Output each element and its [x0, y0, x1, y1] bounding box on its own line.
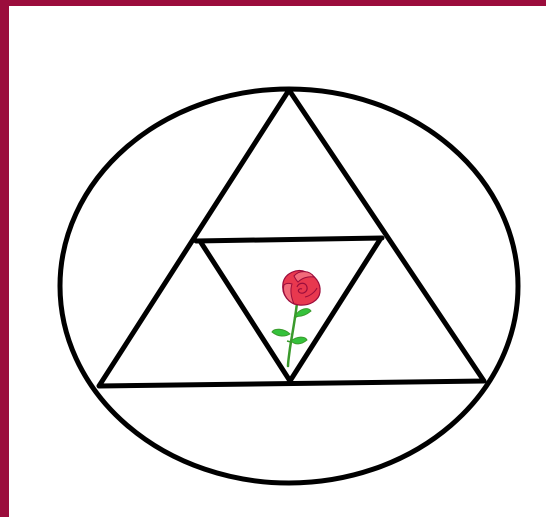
- rose-leaf: [272, 329, 290, 336]
- inner-triangle-left-edge: [200, 241, 290, 381]
- rose-leaf: [295, 309, 311, 317]
- frame-left-border: [0, 0, 9, 517]
- rose-leaf: [291, 337, 307, 344]
- rose-icon: [272, 271, 320, 366]
- frame-top-border: [0, 0, 546, 6]
- rose-thorn: [287, 341, 291, 342]
- triangle-crossbar: [196, 238, 382, 241]
